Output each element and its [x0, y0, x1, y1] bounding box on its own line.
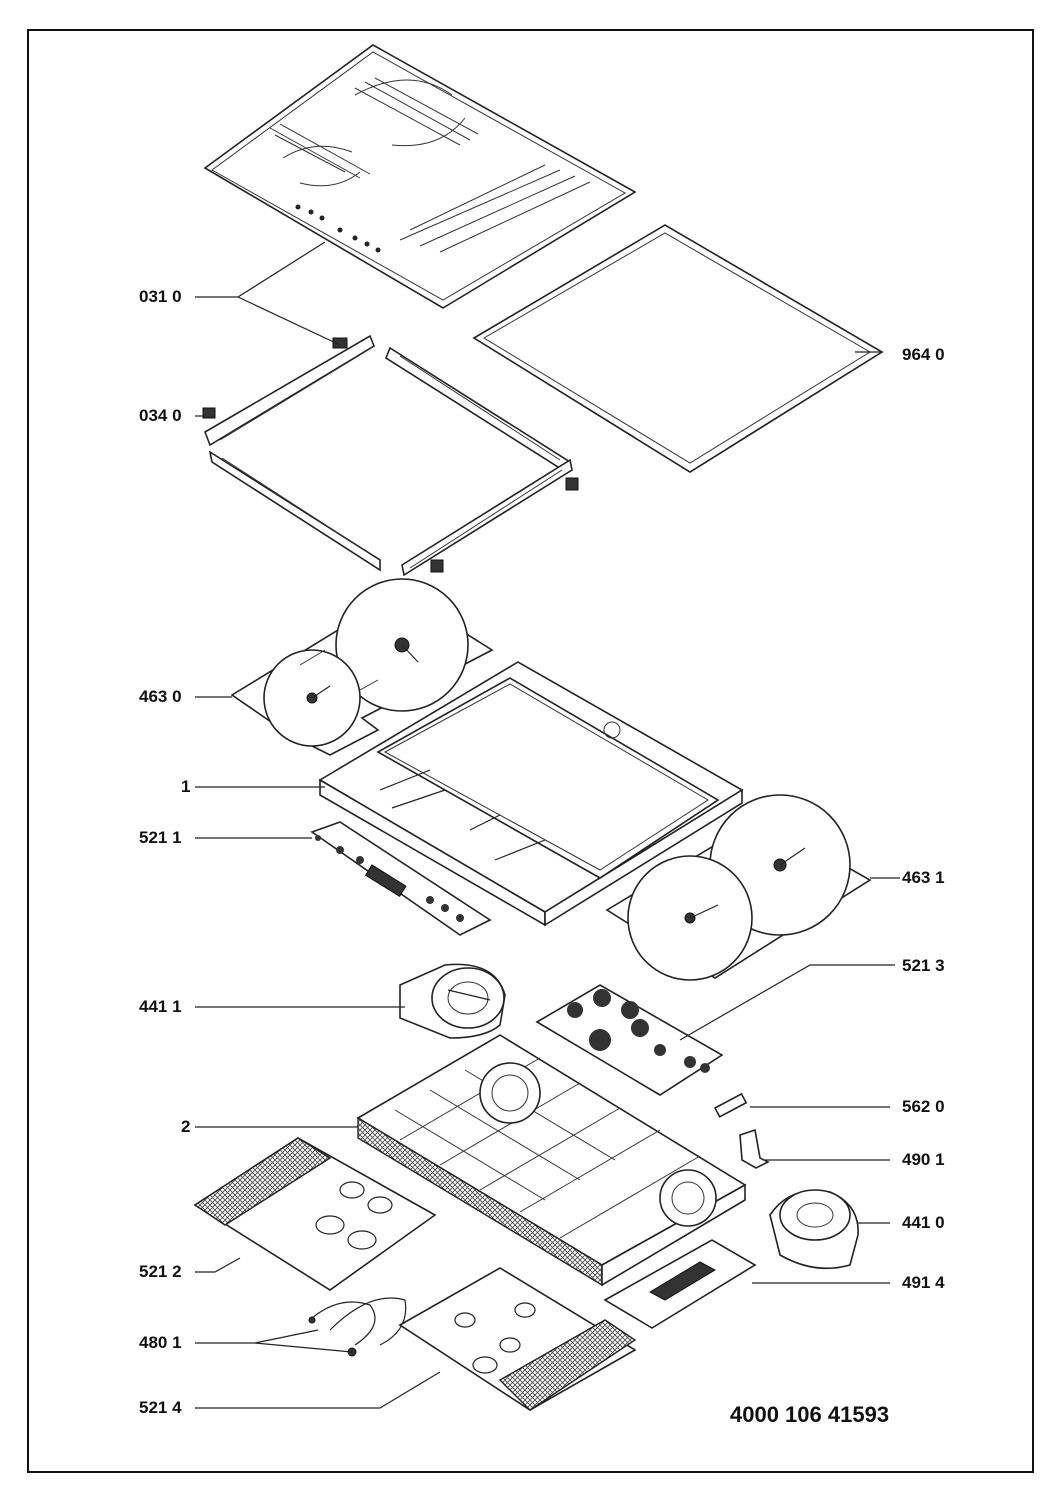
- callout-fan-lower: 441 0: [902, 1213, 945, 1232]
- callout-coil-plate-right: 463 1: [902, 868, 945, 887]
- gasket-seal: [472, 224, 884, 473]
- callout-power-board-a: 521 3: [902, 956, 945, 975]
- callout-filter-board: 491 4: [902, 1273, 945, 1292]
- callout-bracket: 490 1: [902, 1150, 945, 1169]
- drawing-border: [27, 29, 1034, 1473]
- cooling-fan-upper: [399, 963, 506, 1039]
- callout-clips: 034 0: [139, 406, 182, 425]
- glass-cooktop: [203, 44, 637, 309]
- callout-coil-plate-left: 463 0: [139, 687, 182, 706]
- callout-power-board-c: 521 4: [139, 1398, 182, 1417]
- power-board-a: [535, 984, 724, 1096]
- callout-glass-top: 031 0: [139, 287, 182, 306]
- callout-power-board-b: 521 2: [139, 1262, 182, 1281]
- power-board-b: [193, 1137, 437, 1291]
- induction-coil-plate-right: [605, 794, 872, 981]
- power-board-c: [398, 1267, 637, 1411]
- callout-wiring: 480 1: [139, 1333, 182, 1352]
- fuse: [713, 1092, 748, 1118]
- cooling-fan-lower: [769, 1189, 859, 1270]
- callout-base-tray: 2: [181, 1117, 191, 1136]
- induction-coil-plate-left: [230, 578, 494, 756]
- wiring-harness: [308, 1297, 407, 1357]
- base-tray: [356, 1034, 747, 1287]
- control-board: [310, 821, 492, 936]
- callout-fan-upper: 441 1: [139, 997, 182, 1016]
- document-number: 4000 106 41593: [730, 1402, 890, 1427]
- callout-gasket: 964 0: [902, 345, 945, 364]
- callout-frame: 1: [181, 777, 191, 796]
- leader-lines: [195, 241, 900, 1409]
- callout-control-board: 521 1: [139, 828, 182, 847]
- side-rails: [202, 334, 579, 577]
- filter-board: [603, 1239, 757, 1329]
- chassis-frame: [318, 661, 744, 927]
- bracket: [739, 1128, 770, 1169]
- callout-fuse: 562 0: [902, 1097, 945, 1116]
